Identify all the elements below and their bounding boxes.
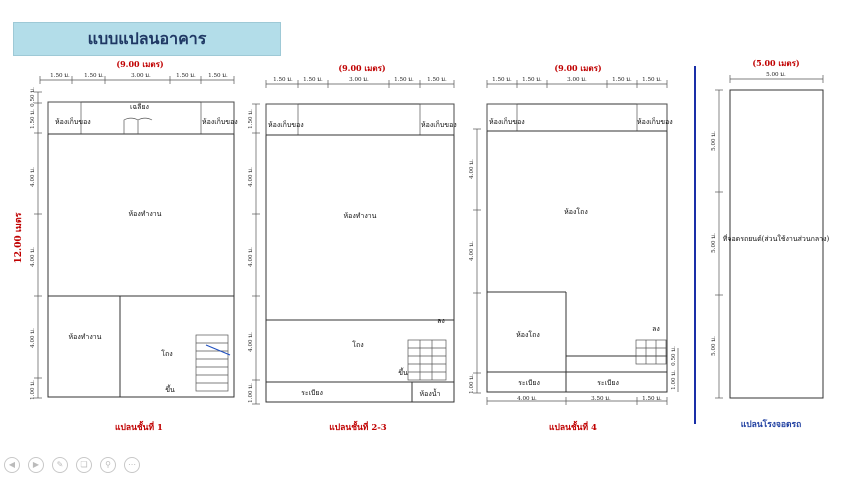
title-banner: แบบแปลนอาคาร	[13, 22, 281, 56]
next-slide-icon[interactable]: ▶	[28, 457, 44, 473]
garage-caption: แปลนโรงจอดรถ	[741, 419, 802, 430]
floor1-dim-top-3: 3.00 ม.	[131, 73, 151, 79]
floor23-dim-top-2: 1.50 ม.	[303, 77, 323, 83]
floor23-plan: (9.00 เมตร) 1.50 ม. 1.50 ม. 3.00 ม. 1.50…	[248, 63, 457, 433]
floor4-balcony-left-label: ระเบียง	[518, 379, 540, 387]
floor23-dim-side-5: 1.00 ม.	[248, 383, 254, 403]
floor23-dim-top-3: 3.00 ม.	[349, 77, 369, 83]
floor4-dim-side-1: 4.00 ม.	[469, 159, 475, 179]
floor4-dim-top-4: 1.50 ม.	[612, 77, 632, 83]
floor1-caption: แปลนชั้นที่ 1	[115, 420, 163, 433]
floor1-outline	[47, 101, 235, 398]
garage-room-label: ที่จอดรถยนต์(ส่วนใช้งานส่วนกลาง)	[723, 234, 830, 243]
floor23-dim-top-4: 1.50 ม.	[394, 77, 414, 83]
garage-dim-side-2: 5.00 ม.	[711, 233, 717, 253]
floor23-width-label: (9.00 เมตร)	[338, 63, 386, 73]
floor4-dim-bottom-3: 1.50 ม.	[642, 396, 662, 402]
floor1-width-label: (9.00 เมตร)	[116, 59, 164, 69]
floor1-hall-label: โถง	[161, 349, 172, 358]
floor4-outline	[486, 103, 668, 393]
floor23-caption: แปลนชั้นที่ 2-3	[329, 420, 386, 433]
prev-slide-icon[interactable]: ◀	[4, 457, 20, 473]
floor23-stair-down-label: ลง	[437, 317, 445, 325]
floor1-storage-right-label: ห้องเก็บของ	[202, 117, 238, 126]
floor4-width-label: (9.00 เมตร)	[554, 63, 602, 73]
floor1-plan: (9.00 เมตร) 1.50 ม. 1.50 ม. 3.00 ม. 1.50…	[14, 59, 238, 433]
floor4-stair-down-label: ลง	[652, 325, 660, 333]
floor23-hall-label: โถง	[352, 340, 363, 349]
page-title: แบบแปลนอาคาร	[87, 29, 207, 48]
pen-icon[interactable]: ✎	[52, 457, 68, 473]
floor4-dim-side-3: 1.00 ม.	[469, 374, 475, 394]
garage-plan: (5.00 เมตร) 5.00 ม. 5.00 ม. 5.00 ม. 5.00…	[711, 58, 830, 430]
garage-dim-side-1: 5.00 ม.	[711, 131, 717, 151]
garage-dim-top: 5.00 ม.	[766, 72, 786, 78]
floor1-stair-up-label: ขึ้น	[165, 383, 175, 394]
floor4-dim-right-2: 1.00 ม.	[671, 370, 677, 390]
floor4-balcony-right-label: ระเบียง	[597, 379, 619, 387]
floor1-height-label: 12.00 เมตร	[14, 212, 24, 263]
floor4-dim-top-1: 1.50 ม.	[492, 77, 512, 83]
floor23-stair-up-label: ขึ้น	[398, 366, 408, 377]
floor23-dim-side-3: 4.00 ม.	[248, 247, 254, 267]
floor1-dim-side-1: 0.50 ม.	[30, 87, 36, 107]
floor23-storage-right-label: ห้องเก็บของ	[421, 120, 457, 129]
garage-outline	[729, 89, 824, 399]
floor23-storage-right-room	[419, 103, 455, 136]
floor4-storage-right-label: ห้องเก็บของ	[637, 117, 673, 126]
floor4-storage-left-label: ห้องเก็บของ	[489, 117, 525, 126]
search-icon[interactable]: ⚲	[100, 457, 116, 473]
floor23-dim-top-1: 1.50 ม.	[273, 77, 293, 83]
floor4-stair	[635, 339, 667, 365]
floor4-plan: (9.00 เมตร) 1.50 ม. 1.50 ม. 3.00 ม. 1.50…	[469, 63, 679, 433]
floor1-dim-side-2: 1.50 ม.	[30, 109, 36, 129]
floor1-stair	[195, 334, 229, 392]
floor1-dim-top-5: 1.50 ม.	[208, 73, 228, 79]
more-icon[interactable]: ⋯	[124, 457, 140, 473]
floor1-dim-side-3: 4.00 ม.	[30, 167, 36, 187]
floor23-dim-side-2: 4.00 ม.	[248, 167, 254, 187]
garage-dim-side-3: 5.00 ม.	[711, 336, 717, 356]
floor23-dim-top-5: 1.50 ม.	[427, 77, 447, 83]
floor1-dim-top-2: 1.50 ม.	[84, 73, 104, 79]
floor4-dim-side-2: 4.00 ม.	[469, 241, 475, 261]
floor1-dim-side-5: 4.00 ม.	[30, 328, 36, 348]
floor1-dim-side-6: 1.00 ม.	[30, 380, 36, 400]
floor23-office-label: ห้องทำงาน	[344, 212, 377, 220]
garage-width-label: (5.00 เมตร)	[752, 58, 800, 68]
floor1-storage-left-label: ห้องเก็บของ	[55, 117, 91, 126]
floor1-entrance-label: เฉลียง	[130, 103, 149, 111]
floor1-dim-top-1: 1.50 ม.	[50, 73, 70, 79]
floor4-big-hall-label: ห้องโถง	[564, 207, 588, 216]
floor4-dim-top-5: 1.50 ม.	[642, 77, 662, 83]
floor4-small-hall-label: ห้องโถง	[516, 330, 540, 339]
floor1-office-main-label: ห้องทำงาน	[129, 210, 162, 218]
floor4-caption: แปลนชั้นที่ 4	[549, 420, 597, 433]
floor1-office-small-label: ห้องทำงาน	[69, 333, 102, 341]
floor1-dim-side-4: 4.00 ม.	[30, 247, 36, 267]
floor4-dim-top-3: 3.00 ม.	[567, 77, 587, 83]
floor4-dim-top-2: 1.50 ม.	[522, 77, 542, 83]
floor23-storage-left-label: ห้องเก็บของ	[268, 120, 304, 129]
floor1-double-door	[123, 117, 153, 134]
floor4-dim-right-1: 0.50 ม.	[671, 346, 677, 366]
floor1-dim-top-4: 1.50 ม.	[176, 73, 196, 79]
floor23-dim-side-4: 4.00 ม.	[248, 332, 254, 352]
floor23-dim-side-1: 1.50 ม.	[248, 109, 254, 129]
floor23-balcony-label: ระเบียง	[301, 389, 323, 397]
floor23-storage-left-room	[265, 103, 299, 136]
floor23-toilet-label: ห้องน้ำ	[420, 387, 441, 398]
copy-icon[interactable]: ❏	[76, 457, 92, 473]
floor23-outline	[265, 103, 455, 403]
floor23-stair	[407, 339, 447, 381]
floor4-dim-bottom-2: 3.50 ม.	[591, 396, 611, 402]
floor4-dim-bottom-1: 4.00 ม.	[517, 396, 537, 402]
